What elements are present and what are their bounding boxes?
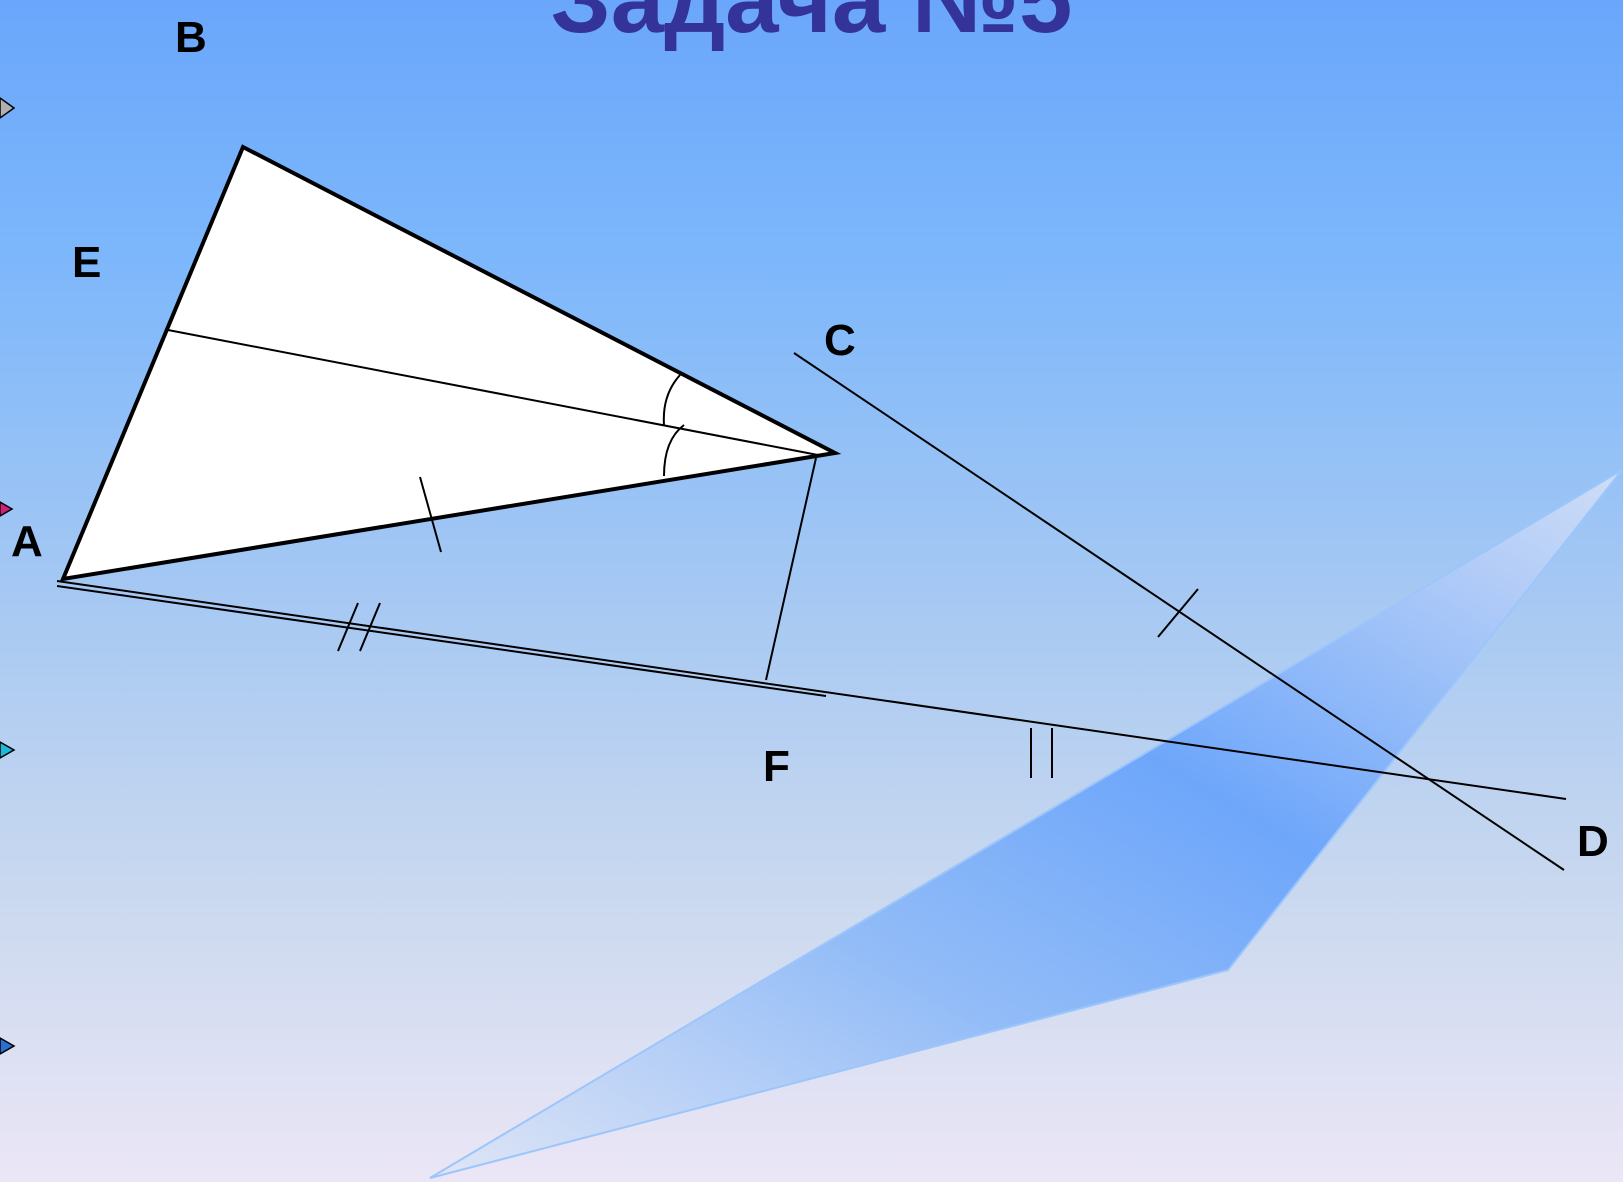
segment-cf — [765, 457, 817, 681]
point-label-a: A — [11, 517, 43, 566]
point-label-f: F — [763, 742, 790, 791]
slide-title: Задача №5 — [0, 0, 1623, 50]
angle-arc-1 — [662, 374, 681, 426]
point-label-e: E — [72, 238, 101, 287]
triangle-abc — [59, 144, 842, 582]
angle-arc-2 — [663, 424, 685, 477]
point-label-b: B — [175, 13, 207, 62]
segment-ce — [167, 329, 819, 456]
arrow-bullet-icon — [0, 501, 14, 517]
double-tick-mark-af — [359, 602, 381, 652]
tick-mark-cd — [1157, 588, 1199, 638]
arrow-bullet-icon — [0, 97, 16, 119]
arrow-bullet-icon — [0, 741, 16, 759]
arrow-bullet-icon — [0, 1037, 16, 1055]
double-tick-mark-af — [337, 602, 359, 652]
tick-mark-ac — [419, 476, 442, 553]
line-ad — [56, 580, 1567, 800]
line-af-double — [56, 585, 827, 697]
point-label-c: C — [824, 316, 856, 365]
background-shard-decoration — [429, 469, 1623, 1179]
point-label-d: D — [1577, 817, 1609, 866]
